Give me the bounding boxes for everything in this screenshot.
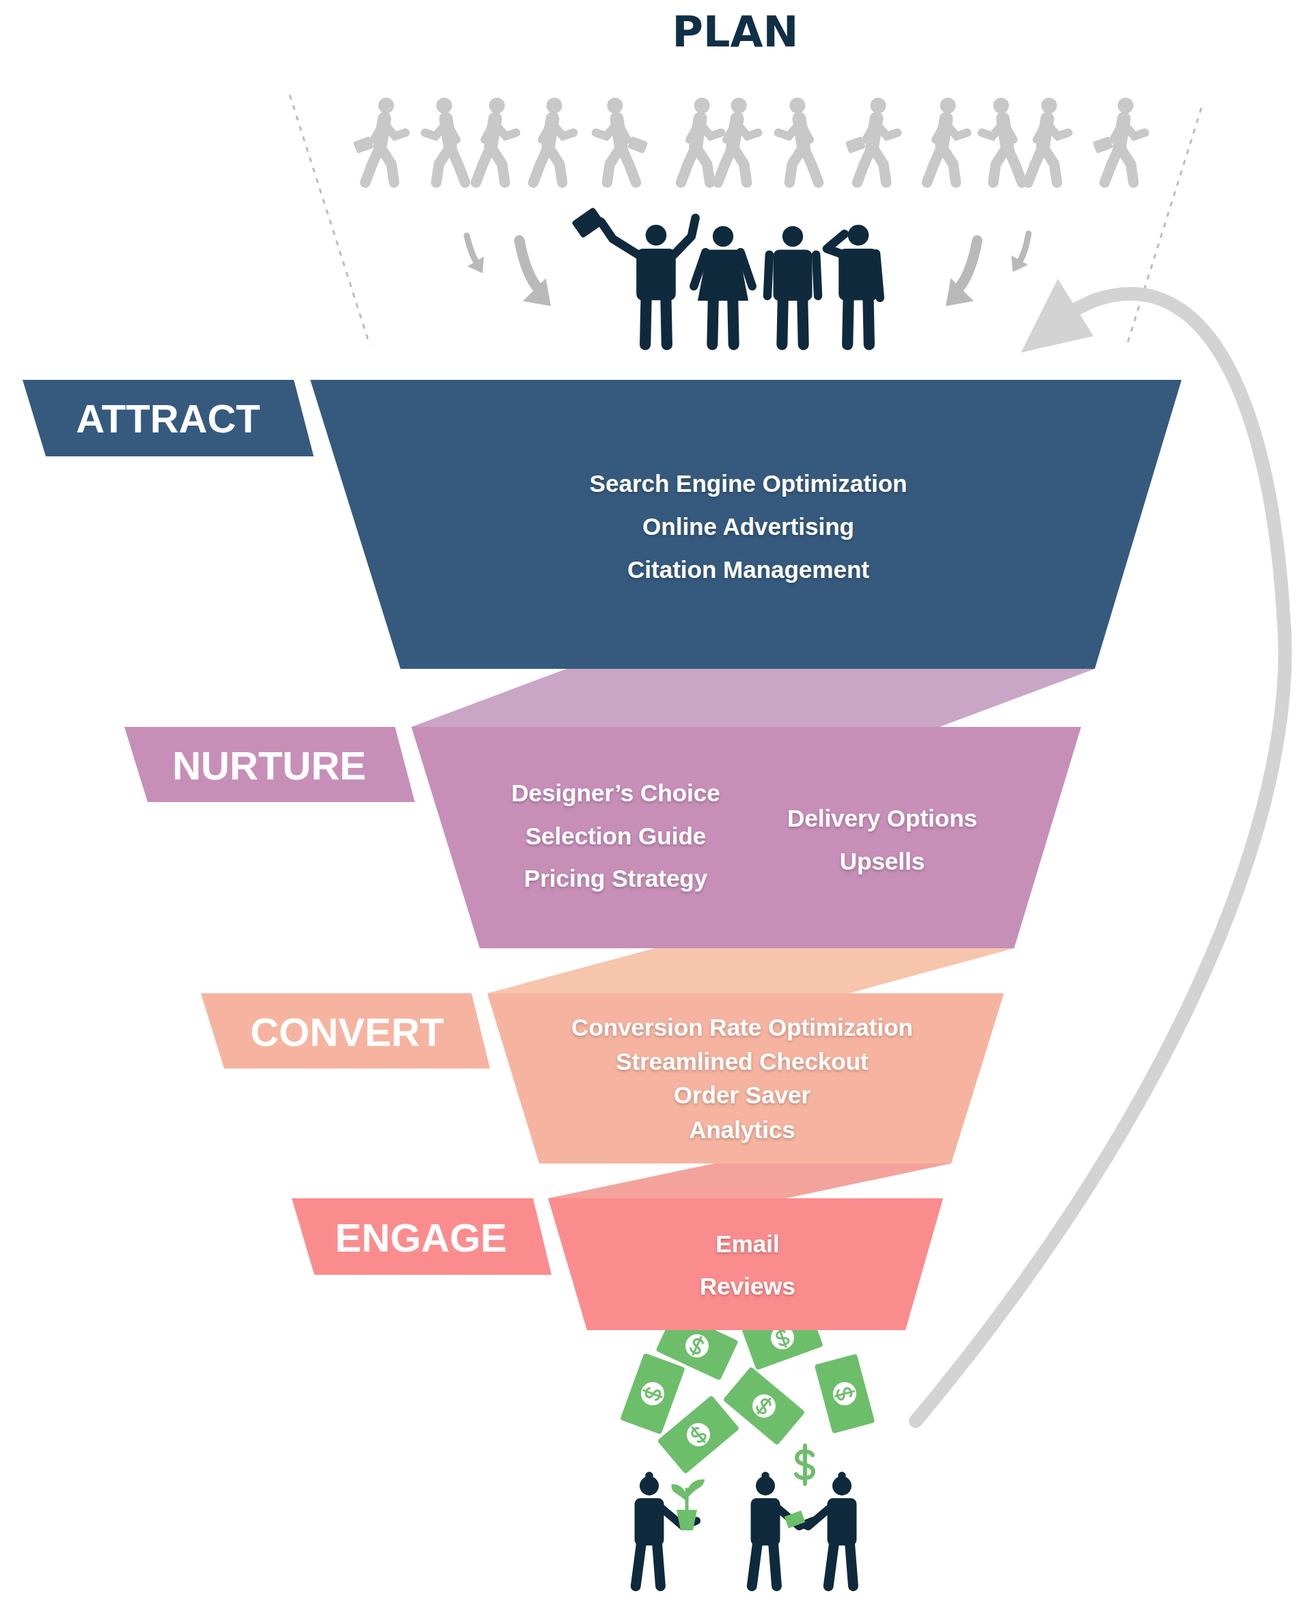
stage-item: Email (715, 1230, 780, 1259)
funnel-strip (548, 1163, 952, 1199)
stage-item: Order Saver (673, 1081, 811, 1110)
inflow-arrowhead (467, 256, 484, 274)
stage-item: Online Advertising (642, 513, 855, 541)
stage-item: Reviews (699, 1273, 796, 1301)
funnel-stage: ATTRACT Search Engine OptimizationOnline … (19, 377, 1185, 672)
walking-person (595, 97, 649, 183)
stage-heading: ATTRACT (75, 395, 261, 442)
stage-tab (291, 1198, 552, 1276)
stage-item: Citation Management (627, 556, 870, 584)
money-bill (723, 1366, 806, 1447)
walking-person (425, 97, 466, 183)
inflow-arrow (956, 240, 978, 291)
inflow-arrowhead (945, 278, 974, 307)
person-icon (826, 224, 881, 346)
return-arrowhead (1020, 278, 1094, 353)
stage-tab (124, 727, 415, 803)
plant-pot (676, 1510, 698, 1531)
person-icon (693, 226, 752, 346)
funnel-stage: ENGAGE EmailReviews (289, 1195, 946, 1334)
walking-person (353, 97, 406, 183)
funnel-strip (487, 948, 1015, 994)
inflow-arrowhead (522, 278, 551, 307)
walking-person (680, 97, 721, 183)
stage-item: Designer’s Choice (511, 779, 720, 808)
walking-person (926, 97, 967, 183)
stage-item: Upsells (839, 848, 926, 876)
inflow-arrow (1018, 233, 1029, 264)
stage-band (548, 1198, 944, 1331)
funnel-stage: NURTURE Designer’s ChoiceSelection GuideP… (121, 724, 1084, 952)
stage-item: Search Engine Optimization (589, 470, 908, 498)
stage-band (487, 993, 1004, 1164)
stage-tab (200, 993, 490, 1069)
guide-line (289, 94, 370, 346)
funnel-stage: CONVERT Conversion Rate OptimizationStrea… (198, 990, 1007, 1167)
stage-heading: CONVERT (250, 1009, 445, 1056)
walking-person (533, 97, 574, 183)
stage-item: Streamlined Checkout (615, 1048, 869, 1076)
person-icon (751, 1476, 814, 1587)
walking-person (845, 97, 898, 183)
inflow-arrow (519, 240, 540, 291)
dollar-symbol (796, 1446, 814, 1485)
funnel-strip (411, 669, 1095, 728)
stage-item: Delivery Options (787, 805, 978, 833)
money-bill (619, 1353, 686, 1436)
walking-person (1027, 97, 1069, 183)
person-icon (767, 226, 819, 346)
person-icon (571, 207, 696, 346)
inflow-arrow (466, 235, 479, 266)
inflow-arrowhead (1011, 255, 1028, 272)
stage-item: Selection Guide (525, 822, 707, 851)
walking-person (778, 97, 819, 183)
walking-person (717, 97, 758, 183)
stage-item: Analytics (688, 1116, 796, 1144)
stage-item: Conversion Rate Optimization (571, 1014, 914, 1042)
money-bill (657, 1395, 741, 1475)
plan-title: PLAN (672, 6, 799, 57)
walking-person (982, 97, 1023, 183)
person-icon (794, 1476, 857, 1587)
plant-leaves (673, 1481, 703, 1511)
money-note (784, 1510, 806, 1529)
stage-band (310, 379, 1182, 670)
stage-band (411, 727, 1082, 949)
stage-heading: ENGAGE (334, 1215, 507, 1261)
walking-person (475, 97, 516, 183)
money-bill (814, 1353, 876, 1434)
illustration-layer (289, 94, 1285, 1587)
stage-heading: NURTURE (172, 742, 367, 789)
stage-tab (22, 379, 314, 457)
stage-item: Pricing Strategy (524, 865, 708, 893)
walking-person (1092, 97, 1146, 183)
